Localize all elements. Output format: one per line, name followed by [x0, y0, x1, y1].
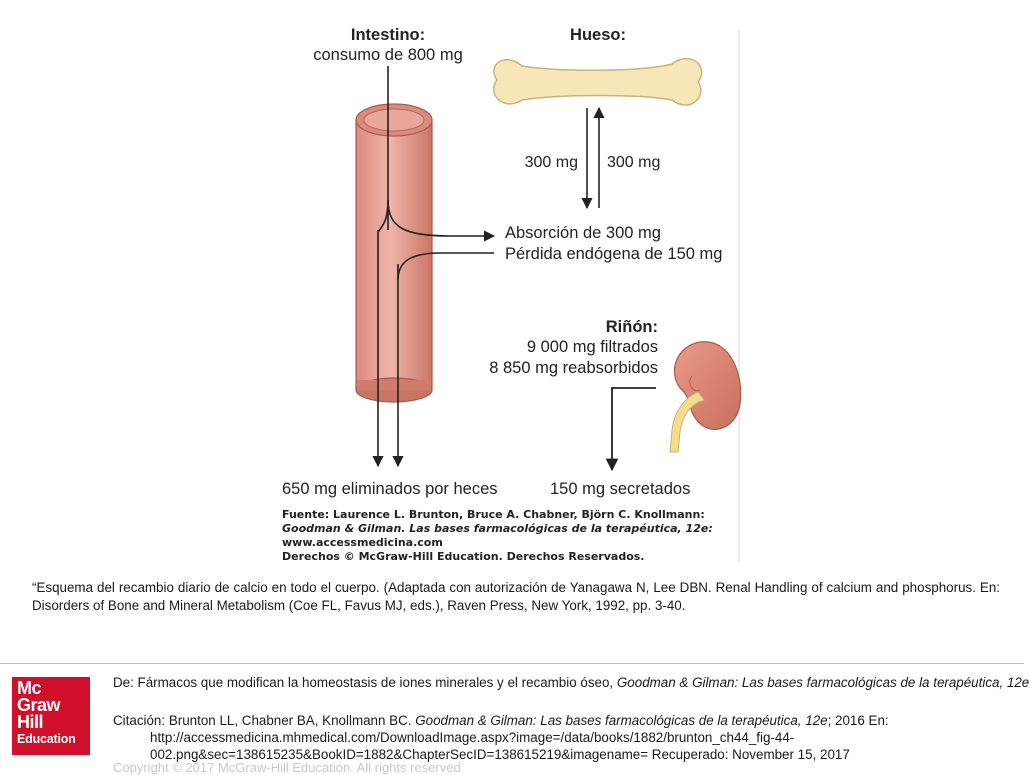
bone-title: Hueso:: [570, 26, 626, 44]
endogenous-loss-label: Pérdida endógena de 150 mg: [505, 245, 722, 263]
source-line-3: www.accessmedicina.com: [282, 536, 443, 549]
absorption-label: Absorción de 300 mg: [505, 224, 661, 242]
footer-citation-rest: ; 2016 En: http://accessmedicina.mhmedic…: [150, 713, 889, 762]
kidney-filtered-label: 9 000 mg filtrados: [527, 338, 658, 356]
logo-line-2: Graw: [17, 695, 61, 715]
ureter: [669, 391, 705, 453]
footer-citation-book: Goodman & Gilman: Las bases farmacológic…: [415, 713, 828, 728]
footer-from-prefix: De: Fármacos que modifican la homeostasi…: [113, 675, 617, 690]
secreted-output-label: 150 mg secretados: [550, 480, 690, 498]
secretion-arrow: [605, 387, 656, 472]
intestine-title: Intestino:: [351, 26, 425, 44]
source-line-2: Goodman & Gilman. Las bases farmacológic…: [282, 522, 713, 535]
kidney-illustration: [669, 341, 742, 453]
absorption-arrow: [387, 199, 496, 242]
footer-copyright: Copyright © 2017 McGraw-Hill Education. …: [113, 760, 461, 775]
bone-illustration: [492, 58, 703, 106]
footer-source-chapter: De: Fármacos que modifican la homeostasi…: [113, 674, 1030, 691]
intestine-tube: [355, 103, 433, 403]
footer-citation-sep: .: [407, 713, 416, 728]
logo-line-1: Mc: [17, 678, 42, 698]
intestine-intake-label: consumo de 800 mg: [313, 46, 463, 64]
footer-citation-prefix: Citación: Brunton LL, Chabner BA, Knollm…: [113, 713, 408, 728]
bone-flow-left-label: 300 mg: [525, 154, 578, 171]
logo-line-4: Education: [17, 732, 76, 746]
logo-line-3: Hill: [17, 712, 44, 732]
footer-divider: [0, 663, 1024, 664]
kidney-title: Riñón:: [606, 318, 658, 336]
source-line-4: Derechos © McGraw-Hill Education. Derech…: [282, 550, 644, 563]
feces-output-label: 650 mg eliminados por heces: [282, 480, 498, 498]
calcium-turnover-diagram: Intestino: consumo de 800 mg Hueso: 300 …: [282, 26, 742, 563]
mcgraw-hill-logo: Mc Graw Hill Education: [12, 677, 90, 755]
source-line-1: Fuente: Laurence L. Brunton, Bruce A. Ch…: [282, 508, 705, 521]
bone-flow-right-label: 300 mg: [607, 154, 660, 171]
intake-split-curve: [377, 199, 389, 233]
kidney-reabsorbed-label: 8 850 mg reabsorbidos: [489, 359, 658, 377]
footer-from-book: Goodman & Gilman: Las bases farmacológic…: [616, 675, 1030, 690]
figure-caption: “Esquema del recambio diario de calcio e…: [32, 580, 1000, 613]
footer-citation: Citación: Brunton LL, Chabner BA, Knollm…: [113, 712, 1030, 763]
endogenous-loss-arrow: [397, 252, 494, 281]
